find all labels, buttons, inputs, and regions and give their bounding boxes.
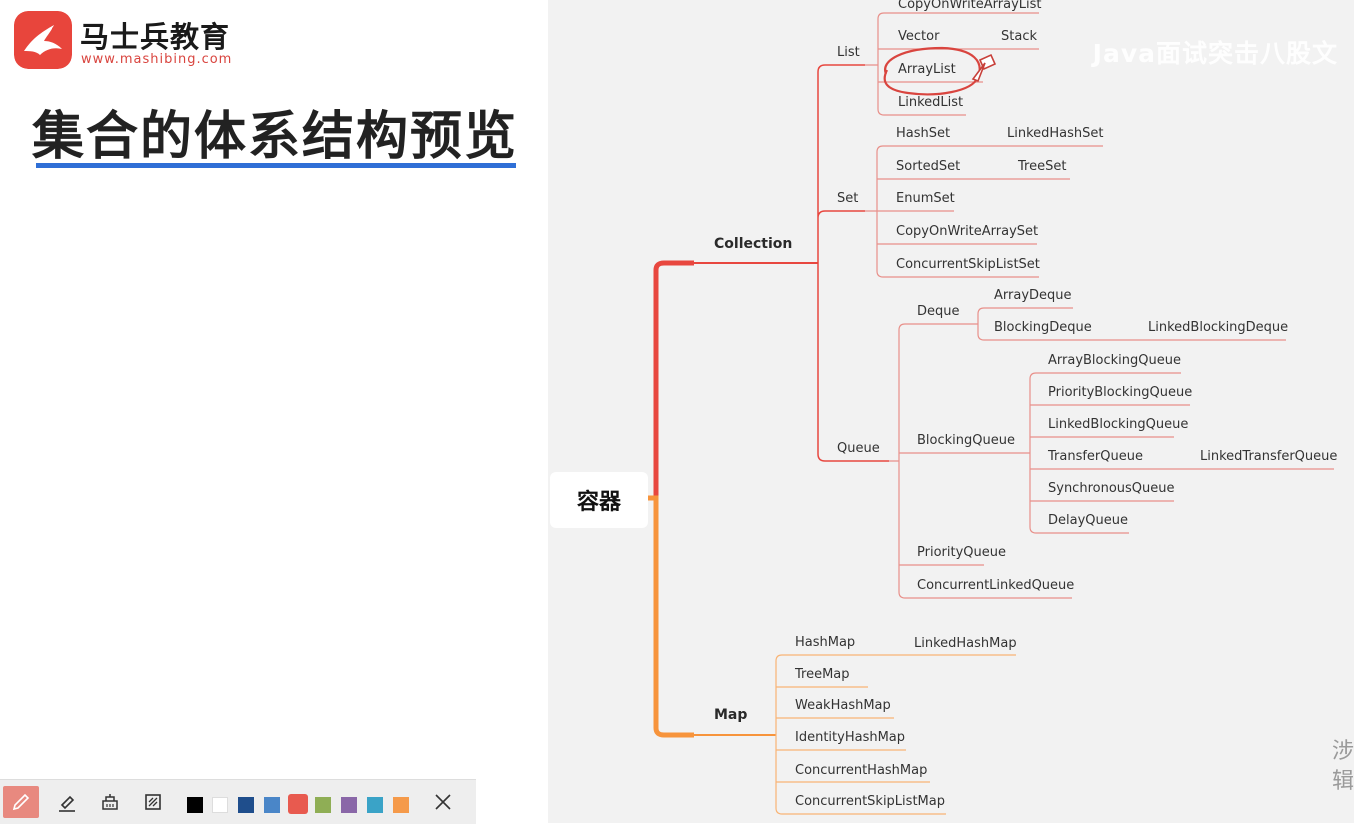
- node-concurrentskiplistmap: ConcurrentSkipListMap: [795, 794, 945, 809]
- video-watermark: Java面试突击八股文: [1092, 39, 1338, 68]
- close-icon: [435, 794, 451, 810]
- node-map: Map: [714, 707, 748, 723]
- pencil-icon: [12, 793, 30, 811]
- node-concurrenthashmap: ConcurrentHashMap: [795, 763, 928, 778]
- brand-url: www.mashibing.com: [81, 52, 233, 67]
- color-swatch-navy[interactable]: [238, 797, 254, 813]
- color-swatch-red[interactable]: [288, 794, 308, 814]
- color-swatch-teal[interactable]: [367, 797, 383, 813]
- eraser-icon: [102, 794, 118, 810]
- close-toolbar-button[interactable]: [425, 786, 461, 818]
- clear-tool-button[interactable]: [135, 786, 171, 818]
- annotation-toolbar: [0, 779, 476, 824]
- brand-name: 马士兵教育: [80, 20, 231, 54]
- node-concurrentlinkedqueue: ConcurrentLinkedQueue: [917, 578, 1075, 593]
- node-linkedblockingqueue: LinkedBlockingQueue: [1048, 417, 1189, 432]
- node-sortedset: SortedSet: [896, 159, 961, 174]
- node-deque: Deque: [917, 304, 960, 319]
- mindmap-connectors: [648, 12, 1334, 815]
- node-transferqueue: TransferQueue: [1048, 449, 1143, 464]
- node-set: Set: [837, 191, 859, 206]
- node-copyonwritearraylist: CopyOnWriteArrayList: [898, 0, 1042, 12]
- node-arraylist: ArrayList: [898, 62, 956, 77]
- root-node: 容器: [550, 472, 648, 528]
- highlighter-icon: [59, 795, 75, 812]
- color-swatch-white[interactable]: [212, 797, 228, 813]
- node-linkedtransferqueue: LinkedTransferQueue: [1200, 449, 1338, 464]
- highlighter-tool-button[interactable]: [49, 786, 85, 818]
- node-treeset: TreeSet: [1018, 159, 1067, 174]
- node-linkedhashmap: LinkedHashMap: [914, 636, 1017, 651]
- node-hashmap: HashMap: [795, 635, 856, 650]
- node-hashset: HashSet: [896, 126, 951, 141]
- slide-left-panel: 马士兵教育 www.mashibing.com 集合的体系结构预览: [0, 0, 548, 824]
- node-stack: Stack: [1001, 29, 1037, 44]
- page-title: 集合的体系结构预览: [32, 107, 519, 167]
- color-swatch-blue[interactable]: [264, 797, 280, 813]
- mindmap-panel: 容器 Collection Map List Set Queue CopyOnW…: [548, 0, 1354, 823]
- node-vector: Vector: [898, 29, 940, 44]
- edge-text-2: 辑: [1331, 769, 1354, 794]
- node-treemap: TreeMap: [795, 667, 850, 682]
- node-list: List: [837, 45, 860, 60]
- node-priorityblockingqueue: PriorityBlockingQueue: [1048, 385, 1193, 400]
- edge-text-1: 涉: [1331, 739, 1354, 764]
- node-linkedhashset: LinkedHashSet: [1007, 126, 1104, 141]
- node-blockingqueue: BlockingQueue: [917, 433, 1015, 448]
- pencil-tool-button[interactable]: [3, 786, 39, 818]
- node-copyonwritearrayset: CopyOnWriteArraySet: [896, 224, 1039, 239]
- brand-logo: [14, 11, 72, 69]
- node-synchronousqueue: SynchronousQueue: [1048, 481, 1175, 496]
- node-arraydeque: ArrayDeque: [994, 288, 1072, 303]
- node-linkedlist: LinkedList: [898, 95, 964, 110]
- color-swatch-green[interactable]: [315, 797, 331, 813]
- clear-icon: [145, 794, 161, 810]
- node-concurrentskiplistset: ConcurrentSkipListSet: [896, 257, 1040, 272]
- node-blockingdeque: BlockingDeque: [994, 320, 1092, 335]
- eraser-tool-button[interactable]: [92, 786, 128, 818]
- node-arrayblockingqueue: ArrayBlockingQueue: [1048, 353, 1181, 368]
- pen-cursor-icon: [971, 53, 997, 83]
- node-delayqueue: DelayQueue: [1048, 513, 1128, 528]
- node-priorityqueue: PriorityQueue: [917, 545, 1006, 560]
- color-swatch-orange[interactable]: [393, 797, 409, 813]
- node-enumset: EnumSet: [896, 191, 955, 206]
- node-weakhashmap: WeakHashMap: [795, 698, 891, 713]
- color-swatch-black[interactable]: [187, 797, 203, 813]
- node-identityhashmap: IdentityHashMap: [795, 730, 906, 745]
- title-underline: [36, 163, 516, 168]
- color-swatch-purple[interactable]: [341, 797, 357, 813]
- node-queue: Queue: [837, 441, 880, 456]
- node-collection: Collection: [714, 236, 793, 252]
- node-linkedblockingdeque: LinkedBlockingDeque: [1148, 320, 1289, 335]
